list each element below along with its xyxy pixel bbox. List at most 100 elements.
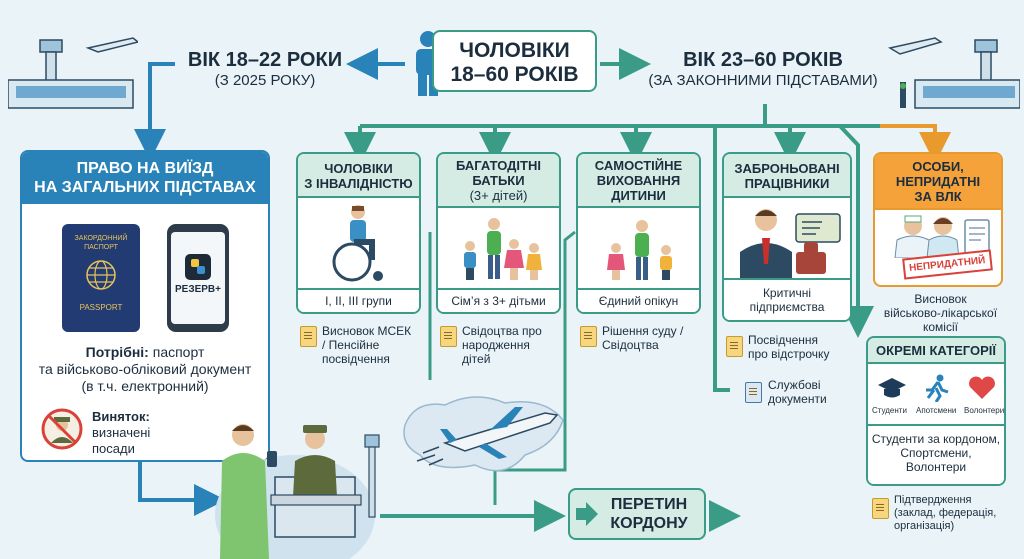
border-crossing-node: ПЕРЕТИН КОРДОНУ	[568, 488, 706, 540]
category-reserved-doc1: Посвідчення	[748, 333, 819, 347]
category-large-family-title1: БАГАТОДІТНІ	[456, 158, 541, 173]
exception-line1: визначені	[92, 425, 151, 440]
right-age-sub: (ЗА ЗАКОННИМИ ПІДСТАВАМИ)	[648, 72, 878, 89]
category-large-family-doc3: дітей	[462, 352, 491, 366]
category-large-family-doc2: народження	[462, 338, 530, 352]
ukraine-map-plane-icon	[403, 396, 564, 472]
category-reserved: ЗАБРОНЬОВАНІ ПРАЦІВНИКИ Критичні підприє…	[722, 152, 852, 322]
unfit-desc3: комісії	[923, 320, 958, 334]
doc-icon	[440, 326, 457, 347]
category-disability-title1: ЧОЛОВІКИ	[324, 161, 393, 176]
category-large-family-header: БАГАТОДІТНІ БАТЬКИ (3+ дітей)	[438, 154, 559, 208]
special-box: ОКРЕМІ КАТЕГОРІЇ Студенти Апотсмени Воло…	[866, 336, 1006, 486]
category-disability-doc3: посвідчення	[322, 352, 390, 366]
category-single-parent-title3: ДИТИНИ	[611, 188, 666, 203]
category-large-family: БАГАТОДІТНІ БАТЬКИ (3+ дітей) Сім’я з 3+…	[436, 152, 561, 314]
worker-id-card-icon	[740, 209, 841, 280]
special-doc2: (заклад, федерація,	[894, 507, 997, 519]
category-single-parent-footer: Єдиний опікун	[578, 288, 699, 312]
category-disability-doc: Висновок МСЕК / Пенсійне посвідчення	[322, 324, 411, 366]
special-doc: Підтвердження (заклад, федерація, органі…	[894, 494, 996, 533]
category-reserved-doc: Посвідчення про відстрочку	[748, 333, 829, 361]
exception-label: Виняток:	[92, 409, 150, 424]
reserve-app-icon	[185, 254, 211, 280]
general-title-line1: ПРАВО НА ВИЇЗД	[76, 160, 214, 177]
service-doc-icon	[745, 382, 762, 403]
category-reserved-footer: Критичні підприємства	[724, 278, 850, 320]
special-footer2: Спортсмени,	[900, 446, 972, 460]
needed-text: Потрібні: паспорт та військово-обліковий…	[26, 344, 264, 395]
category-single-parent: САМОСТІЙНЕ ВИХОВАННЯ ДИТИНИ Єдиний опіку…	[576, 152, 701, 314]
runner-icon	[926, 374, 949, 402]
unfit-title3: ЗА ВЛК	[914, 189, 962, 204]
center-node: ЧОЛОВІКИ 18–60 РОКІВ	[432, 30, 597, 92]
passport-bottom: PASSPORT	[79, 303, 123, 312]
special-icon-label-3: Волонтери	[964, 406, 1005, 415]
general-header: ПРАВО НА ВИЇЗД НА ЗАГАЛЬНИХ ПІДСТАВАХ	[22, 152, 268, 204]
border-label1: ПЕРЕТИН	[610, 496, 688, 513]
special-doc1: Підтвердження	[894, 494, 972, 506]
passport-top2: ПАСПОРТ	[84, 244, 118, 251]
doc-icon	[300, 326, 317, 347]
general-box: ПРАВО НА ВИЇЗД НА ЗАГАЛЬНИХ ПІДСТАВАХ ЗА…	[20, 150, 270, 462]
arrow-right-icon	[576, 502, 598, 526]
border-crossing-label: ПЕРЕТИН КОРДОНУ	[598, 495, 700, 533]
left-age-sub: (З 2025 РОКУ)	[214, 72, 316, 89]
category-disability-title2: З ІНВАЛІДНІСТЮ	[304, 176, 413, 191]
special-footer: Студенти за кордоном, Спортсмени, Волонт…	[868, 424, 1004, 484]
exception-text: Виняток: визначені посади	[92, 409, 150, 457]
category-disability-doc2: / Пенсійне	[322, 338, 380, 352]
airport-left-icon	[8, 37, 138, 109]
right-age-title: ВІК 23–60 РОКІВ	[683, 49, 843, 71]
center-line1: ЧОЛОВІКИ	[459, 39, 570, 62]
unfit-box: ОСОБИ, НЕПРИДАТНІ ЗА ВЛК НЕПРИДАТНИЙ	[873, 152, 1003, 287]
special-header: ОКРЕМІ КАТЕГОРІЇ	[868, 338, 1004, 364]
needed-label: Потрібні:	[85, 344, 149, 360]
special-icon-label-1: Студенти	[872, 406, 907, 415]
category-reserved-title1: ЗАБРОНЬОВАНІ	[734, 161, 840, 176]
category-reserved-doc-2: Службові документи	[768, 378, 827, 406]
unfit-desc2: військово-лікарської	[883, 306, 998, 320]
category-single-parent-doc2: Свідоцтва	[602, 338, 659, 352]
category-reserved-doc2-2: документи	[768, 392, 827, 406]
special-footer1: Студенти за кордоном,	[871, 432, 1001, 446]
category-reserved-doc2-1: Службові	[768, 378, 821, 392]
unfit-desc: Висновок військово-лікарської комісії	[873, 292, 1008, 334]
category-large-family-doc1: Свідоцтва про	[462, 324, 542, 338]
border-label2: КОРДОНУ	[610, 515, 688, 532]
heart-icon	[969, 376, 995, 399]
category-reserved-doc2: про відстрочку	[748, 347, 830, 361]
doctors-icon	[894, 215, 990, 258]
checkpoint-scene-icon	[215, 424, 380, 559]
needed-line1: паспорт	[148, 344, 205, 360]
parent-children-icon	[607, 220, 672, 280]
phone-icon: РЕЗЕРВ+	[167, 224, 229, 332]
category-large-family-title2: БАТЬКИ	[472, 173, 525, 188]
passport-icon: ЗАКОРДОННИЙ ПАСПОРТ PASSPORT	[62, 224, 140, 332]
special-footer3: Волонтери	[905, 460, 967, 474]
unfit-desc1: Висновок	[914, 292, 967, 306]
no-officer-icon	[41, 408, 83, 450]
passport-top1: ЗАКОРДОННИЙ	[74, 235, 128, 242]
category-reserved-footer2: підприємства	[749, 300, 825, 314]
category-reserved-header: ЗАБРОНЬОВАНІ ПРАЦІВНИКИ	[724, 154, 850, 198]
exception-line2: посади	[92, 441, 135, 456]
doc-icon	[872, 498, 889, 519]
needed-line2: та військово-обліковий документ	[38, 361, 252, 377]
category-single-parent-doc: Рішення суду / Свідоцтва	[602, 324, 683, 352]
general-title-line2: НА ЗАГАЛЬНИХ ПІДСТАВАХ	[34, 179, 256, 196]
doc-icon	[580, 326, 597, 347]
category-disability-doc1: Висновок МСЕК	[322, 324, 412, 338]
category-large-family-title3: (3+ дітей)	[469, 188, 528, 203]
category-reserved-footer1: Критичні	[762, 286, 812, 300]
unfit-title1: ОСОБИ,	[912, 159, 964, 174]
reserve-app-label: РЕЗЕРВ+	[174, 284, 221, 295]
center-line2: 18–60 РОКІВ	[450, 63, 579, 86]
category-single-parent-title1: САМОСТІЙНЕ	[594, 158, 683, 173]
category-disability-header: ЧОЛОВІКИ З ІНВАЛІДНІСТЮ	[298, 154, 419, 198]
category-disability: ЧОЛОВІКИ З ІНВАЛІДНІСТЮ I, II, III групи	[296, 152, 421, 314]
doc-icon	[726, 336, 743, 357]
category-single-parent-doc1: Рішення суду /	[602, 324, 684, 338]
category-reserved-title2: ПРАЦІВНИКИ	[744, 176, 830, 191]
